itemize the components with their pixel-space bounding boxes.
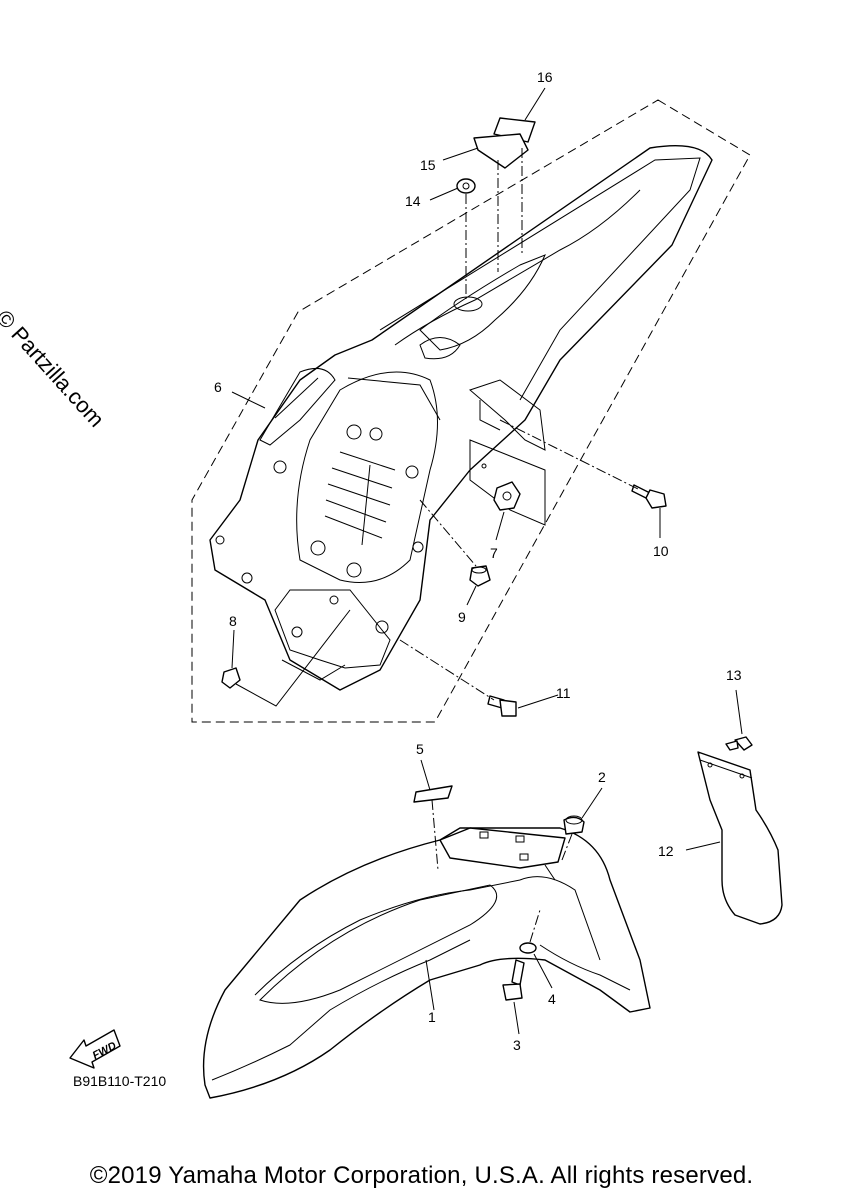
- callout-1: 1: [428, 1009, 436, 1025]
- rear-fender[interactable]: [209, 145, 713, 691]
- callout-3: 3: [513, 1037, 521, 1053]
- callout-10: 10: [653, 543, 669, 559]
- callout-11: 11: [556, 685, 571, 701]
- part-13-screw[interactable]: [725, 736, 753, 751]
- callout-9: 9: [458, 609, 466, 625]
- callout-2: 2: [598, 769, 606, 785]
- part-2-grommet[interactable]: [563, 815, 585, 835]
- callout-6: 6: [214, 379, 222, 395]
- part-3-bolt[interactable]: [502, 959, 525, 1001]
- callout-16: 16: [537, 69, 553, 85]
- part-14-grommet[interactable]: [456, 178, 476, 194]
- part-10-bolt[interactable]: [631, 484, 667, 509]
- callout-14: 14: [405, 193, 421, 209]
- part-8-washer[interactable]: [221, 667, 241, 689]
- callout-8: 8: [229, 613, 237, 629]
- assembly-boundary: [191, 99, 751, 723]
- diagram-code: B91B110-T210: [73, 1073, 167, 1089]
- callout-7: 7: [490, 545, 498, 561]
- fwd-arrow-icon: FWD: [69, 1029, 121, 1069]
- callout-4: 4: [548, 991, 556, 1007]
- part-4-washer[interactable]: [519, 942, 537, 954]
- part-12-mud-flap[interactable]: [697, 751, 783, 925]
- part-15-pad[interactable]: [473, 133, 529, 169]
- copyright-footer: ©2019 Yamaha Motor Corporation, U.S.A. A…: [89, 1162, 754, 1189]
- part-5-decal[interactable]: [413, 785, 453, 803]
- callout-15: 15: [420, 157, 436, 173]
- part-7-nut[interactable]: [493, 481, 521, 511]
- callout-5: 5: [416, 741, 424, 757]
- callout-13: 13: [726, 667, 742, 683]
- callout-12: 12: [658, 843, 674, 859]
- part-9-collar[interactable]: [469, 565, 491, 587]
